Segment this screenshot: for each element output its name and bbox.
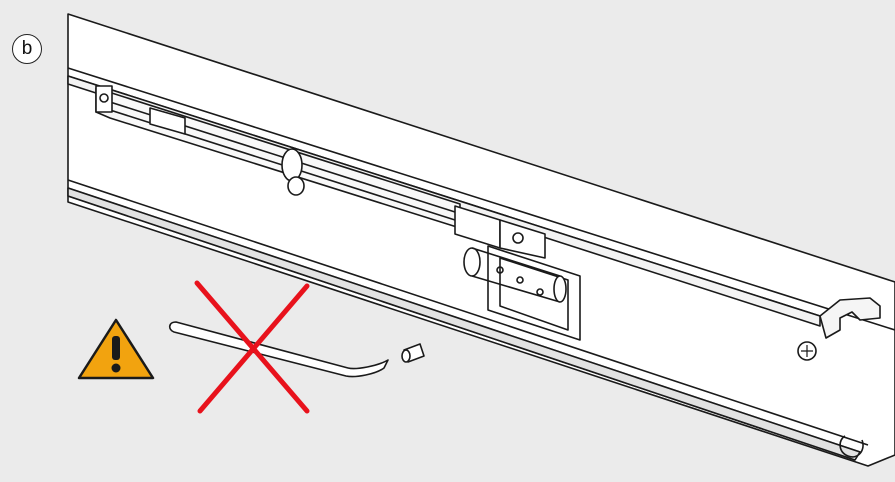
bracket-screw [99,93,109,103]
rail-end-hook [839,435,864,458]
lock-roller-top [463,247,481,277]
screw-slot [801,345,813,357]
roller-ring [287,176,305,196]
lock-plate [487,245,581,341]
cross-out-icon [194,280,310,414]
carriage-roller [281,148,303,182]
guide-screw [512,232,524,244]
lock-roller-body [471,247,561,303]
lock-pin-1 [496,266,504,274]
lock-pin-3 [536,288,544,296]
lock-roller-end [553,275,567,303]
lock-pin-2 [516,276,524,284]
carriage-clamp [149,107,186,135]
step-label: b [12,34,42,64]
set-screw-icon [401,343,425,363]
rail-bottom-face [67,187,861,461]
warning-icon [77,318,155,380]
hex-key-icon [168,321,389,378]
carriage-left-bracket [95,85,113,113]
step-label-text: b [21,38,33,59]
rail-end-profile [819,297,881,339]
lock-plate-frame [499,257,569,331]
